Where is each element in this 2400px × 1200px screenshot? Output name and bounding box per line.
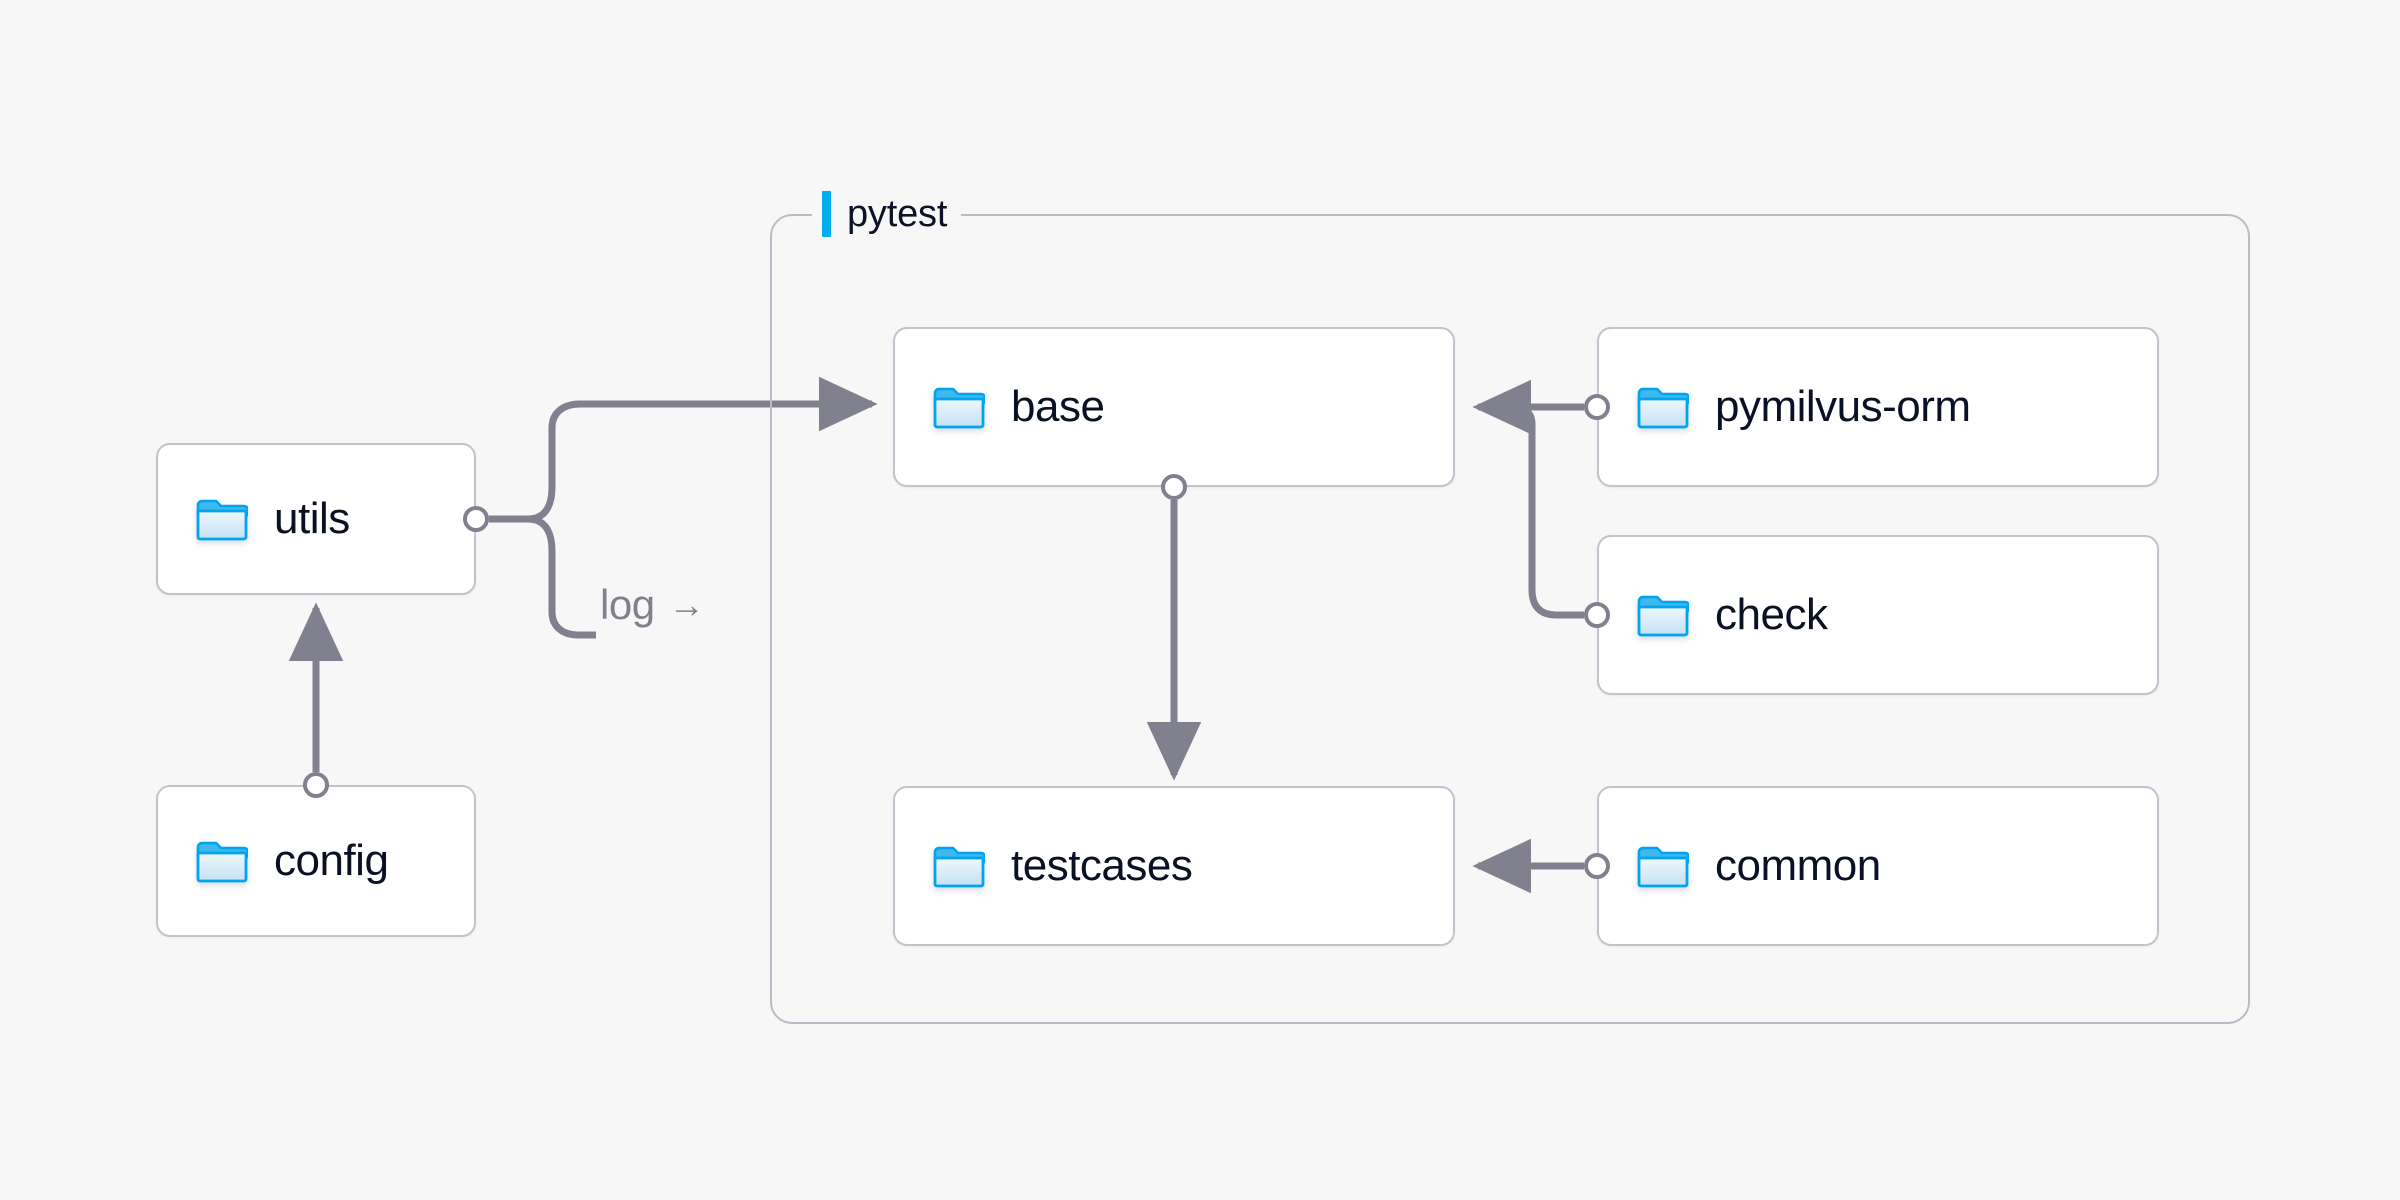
group-container-pytest[interactable] [770,214,2250,1024]
port-pymilvus-orm-left[interactable] [1584,394,1610,420]
folder-icon [933,385,985,429]
group-label-text: pytest [847,193,948,235]
node-label: config [274,836,389,885]
folder-icon [196,839,248,883]
port-check-left[interactable] [1584,602,1610,628]
edge-utils-to-log [527,515,596,639]
node-content: pymilvus-orm [1599,382,1971,432]
node-content: check [1599,590,1828,640]
node-base[interactable]: base [893,327,1455,487]
node-config[interactable]: config [156,785,476,937]
edge-label-log: log → [600,581,705,629]
node-content: config [158,836,389,886]
port-config-top[interactable] [303,772,329,798]
folder-icon [1637,593,1689,637]
node-content: utils [158,494,350,544]
node-utils[interactable]: utils [156,443,476,595]
node-check[interactable]: check [1597,535,2159,695]
arrow-right-icon: → [668,584,705,625]
node-content: common [1599,841,1881,891]
node-content: base [895,382,1105,432]
node-pymilvus-orm[interactable]: pymilvus-orm [1597,327,2159,487]
node-label: utils [274,494,350,543]
node-label: pymilvus-orm [1715,382,1971,431]
node-content: testcases [895,841,1193,891]
node-label: common [1715,841,1881,890]
folder-icon [1637,844,1689,888]
node-label: testcases [1011,841,1193,890]
node-common[interactable]: common [1597,786,2159,946]
edge-label-log-text: log [600,581,655,628]
group-label-pytest[interactable]: pytest [812,191,962,237]
port-common-left[interactable] [1584,853,1610,879]
port-base-bottom[interactable] [1161,474,1187,500]
folder-icon [1637,385,1689,429]
folder-icon [933,844,985,888]
node-label: check [1715,590,1828,639]
folder-icon [196,497,248,541]
port-utils-right[interactable] [463,506,489,532]
node-testcases[interactable]: testcases [893,786,1455,946]
group-accent-bar [822,191,831,237]
node-label: base [1011,382,1105,431]
